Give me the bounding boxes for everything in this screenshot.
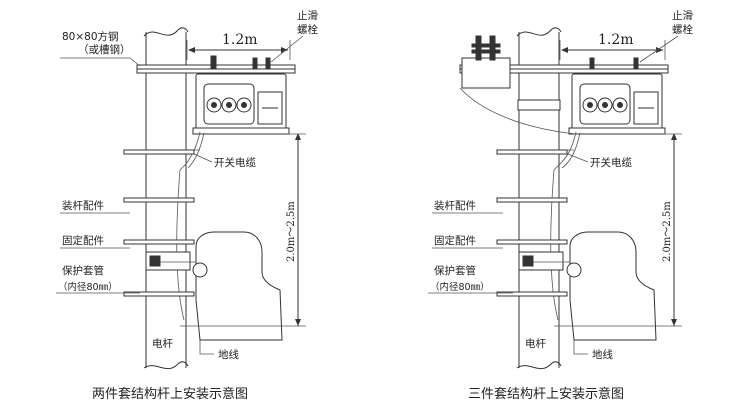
right-dim-top-text: 1.2m xyxy=(598,32,634,48)
left-stop-bolt-label-2: 螺栓 xyxy=(297,23,318,36)
right-sleeve-label-2: （内径80㎜） xyxy=(430,281,490,293)
left-diagram: 1.2m 止滑 螺栓 80×80方钢 （或槽钢） 开关电缆 装杆配件 固定配件 xyxy=(56,10,318,402)
right-stop-bolt-label-2: 螺栓 xyxy=(672,23,693,36)
left-controller xyxy=(145,231,283,341)
left-caption: 两件套结构杆上安装示意图 xyxy=(92,386,248,402)
right-sleeve-label-1: 保护套管 xyxy=(434,264,476,277)
left-height-dim: 2.0m～2.5m xyxy=(180,133,306,327)
right-mount-fitting-label: 装杆配件 xyxy=(434,199,476,212)
right-pole-label: 电杆 xyxy=(525,337,546,350)
right-switch-box xyxy=(568,73,666,135)
left-height-dim-text: 2.0m～2.5m xyxy=(286,201,297,262)
left-stop-bolt-label-1: 止滑 xyxy=(297,10,318,22)
right-ground-label: 地线 xyxy=(592,348,613,361)
right-caption: 三件套结构杆上安装示意图 xyxy=(468,386,624,402)
left-steel-label-1: 80×80方钢 xyxy=(62,30,119,43)
left-sleeve-label-2: （内径80㎜） xyxy=(58,281,118,293)
left-stop-bolts xyxy=(210,55,271,69)
right-clamps xyxy=(496,149,568,297)
left-dim-1-2m: 1.2m xyxy=(186,32,291,60)
left-sleeve-label-1: 保护套管 xyxy=(62,264,104,277)
right-stop-bolts xyxy=(589,57,639,69)
right-height-dim: 2.0m～2.5m xyxy=(554,133,682,327)
left-fix-fitting-label: 固定配件 xyxy=(62,234,104,247)
right-height-dim-text: 2.0m～2.5m xyxy=(662,201,673,262)
left-steel-label-2: （或槽钢） xyxy=(78,43,131,56)
right-switch-cable-label: 开关电缆 xyxy=(590,156,632,169)
right-stop-bolt-label-1: 止滑 xyxy=(672,10,693,22)
left-pole-label: 电杆 xyxy=(152,337,173,350)
right-dim-1-2m: 1.2m xyxy=(559,32,666,60)
right-diagram: 1.2m 止滑 螺栓 开关电缆 装杆配件 固定配件 xyxy=(428,10,693,402)
left-dim-top-text: 1.2m xyxy=(222,32,258,48)
right-controller xyxy=(518,231,657,341)
right-fix-fitting-label: 固定配件 xyxy=(434,234,476,247)
left-clamps xyxy=(123,149,195,297)
right-pt-insulators xyxy=(461,35,561,111)
left-ground-label: 地线 xyxy=(218,348,239,361)
left-switch-box xyxy=(192,73,290,135)
left-switch-cable-label: 开关电缆 xyxy=(214,156,256,169)
left-mount-fitting-label: 装杆配件 xyxy=(62,199,104,212)
